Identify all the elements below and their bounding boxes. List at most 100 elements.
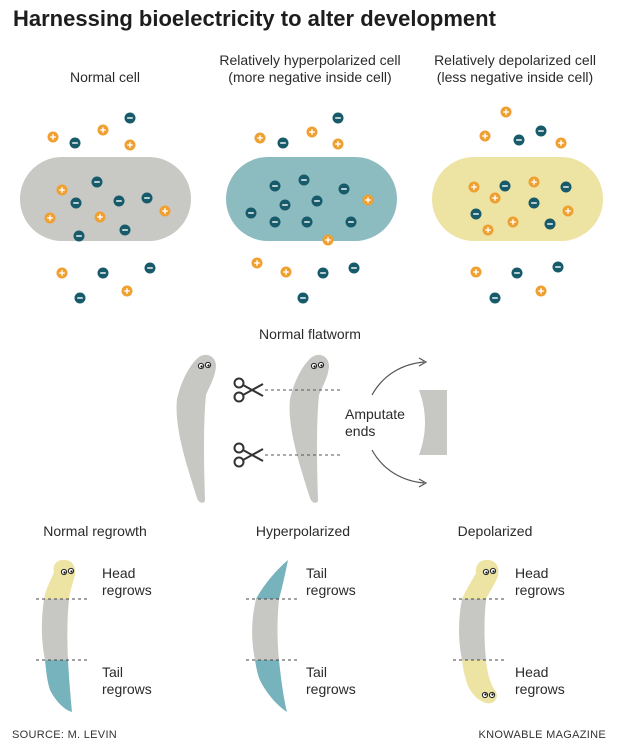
depolarized-cell-label-line1: Relatively depolarized cell — [434, 52, 596, 68]
arrow-up-curve — [371, 361, 425, 396]
normal-bottom-outcome: Tail regrows — [102, 664, 152, 698]
amputate-line2: ends — [345, 423, 376, 439]
page-title: Harnessing bioelectricity to alter devel… — [13, 6, 496, 31]
depol-top-outcome: Head regrows — [515, 565, 565, 599]
arrow-down-curve — [371, 449, 425, 484]
depol-top-line1: Head — [515, 565, 549, 581]
positive-ion-icon — [322, 234, 334, 246]
negative-ion-icon — [70, 197, 82, 209]
negative-ion-icon — [499, 180, 511, 192]
positive-ion-icon — [470, 266, 482, 278]
negative-ion-icon — [544, 218, 556, 230]
positive-ion-icon — [159, 205, 171, 217]
negative-ion-icon — [269, 180, 281, 192]
positive-ion-icon — [121, 285, 133, 297]
depolarized-cell-body — [432, 157, 603, 241]
negative-ion-icon — [97, 267, 109, 279]
hyperpolarized-cell-label: Relatively hyperpolarized cell (more neg… — [205, 52, 415, 86]
positive-ion-icon — [528, 176, 540, 188]
positive-ion-icon — [306, 126, 318, 138]
normal-top-outcome: Head regrows — [102, 565, 152, 599]
flatworm-pupil — [313, 365, 316, 368]
negative-ion-icon — [332, 112, 344, 124]
negative-ion-icon — [297, 292, 309, 304]
normal-regrowth-label-text: Normal regrowth — [43, 523, 147, 539]
depol-bottom-line1: Head — [515, 664, 549, 680]
hyper-top-line2: regrows — [306, 582, 356, 598]
negative-ion-icon — [317, 267, 329, 279]
normal-cell-label: Normal cell — [30, 69, 180, 86]
negative-ion-icon — [489, 292, 501, 304]
depolarized-regrowth-label: Depolarized — [420, 523, 570, 540]
positive-ion-icon — [280, 266, 292, 278]
negative-ion-icon — [560, 181, 572, 193]
hyperpolarized-cell-label-line1: Relatively hyperpolarized cell — [219, 52, 401, 68]
negative-ion-icon — [338, 183, 350, 195]
negative-ion-icon — [311, 195, 323, 207]
negative-ion-icon — [298, 174, 310, 186]
depol-bottom-line2: regrows — [515, 681, 565, 697]
source-credit: SOURCE: M. LEVIN — [12, 729, 118, 741]
hyper-bottom-line1: Tail — [306, 664, 328, 680]
negative-ion-icon — [511, 267, 523, 279]
positive-ion-icon — [94, 211, 106, 223]
negative-ion-icon — [91, 176, 103, 188]
negative-ion-icon — [74, 292, 86, 304]
positive-ion-icon — [507, 216, 519, 228]
negative-ion-icon — [119, 224, 131, 236]
negative-ion-icon — [69, 137, 81, 149]
flatworm-cut-body — [289, 354, 329, 503]
normal-top-line2: regrows — [102, 582, 152, 598]
negative-ion-icon — [141, 192, 153, 204]
normal-top-line1: Head — [102, 565, 136, 581]
negative-ion-icon — [269, 216, 281, 228]
negative-ion-icon — [470, 208, 482, 220]
positive-ion-icon — [332, 138, 344, 150]
positive-ion-icon — [56, 267, 68, 279]
hyperpolarized-regrowth-label: Hyperpolarized — [228, 523, 378, 540]
negative-ion-icon — [528, 197, 540, 209]
depolarized-cell-label: Relatively depolarized cell (less negati… — [410, 52, 620, 86]
negative-ion-icon — [144, 262, 156, 274]
positive-ion-icon — [251, 257, 263, 269]
positive-ion-icon — [97, 124, 109, 136]
normal-bottom-line1: Tail — [102, 664, 124, 680]
depolarized-cell-label-line2: (less negative inside cell) — [436, 69, 594, 85]
depol-bottom-outcome: Head regrows — [515, 664, 565, 698]
positive-ion-icon — [56, 184, 68, 196]
flatworm-pupil — [207, 364, 210, 367]
positive-ion-icon — [562, 205, 574, 217]
hyper-bottom-line2: regrows — [306, 681, 356, 697]
positive-ion-icon — [44, 212, 56, 224]
negative-ion-icon — [113, 195, 125, 207]
hyper-regrowth-worm — [252, 560, 288, 712]
negative-ion-icon — [552, 261, 564, 273]
positive-ion-icon — [124, 139, 136, 151]
arrow-down-head-icon — [418, 478, 428, 488]
flatworm-pupil — [320, 364, 323, 367]
positive-ion-icon — [489, 192, 501, 204]
positive-ion-icon — [535, 285, 547, 297]
arrow-up-head-icon — [418, 357, 428, 367]
positive-ion-icon — [362, 194, 374, 206]
positive-ion-icon — [482, 224, 494, 236]
amputate-ends-label: Amputate ends — [345, 406, 425, 440]
negative-ion-icon — [124, 112, 136, 124]
normal-bottom-line2: regrows — [102, 681, 152, 697]
depol-top-line2: regrows — [515, 582, 565, 598]
flatworm-pupil — [200, 365, 203, 368]
negative-ion-icon — [277, 137, 289, 149]
negative-ion-icon — [279, 199, 291, 211]
hyper-top-line1: Tail — [306, 565, 328, 581]
negative-ion-icon — [245, 207, 257, 219]
scissors-icon — [233, 377, 264, 403]
scissors-icon — [233, 442, 264, 468]
normal-cell-label-text: Normal cell — [69, 69, 140, 85]
negative-ion-icon — [301, 216, 313, 228]
amputate-line1: Amputate — [345, 406, 405, 422]
positive-ion-icon — [47, 131, 59, 143]
amputated-fragment — [419, 390, 447, 455]
ion-group — [44, 106, 574, 304]
hyper-bottom-outcome: Tail regrows — [306, 664, 356, 698]
